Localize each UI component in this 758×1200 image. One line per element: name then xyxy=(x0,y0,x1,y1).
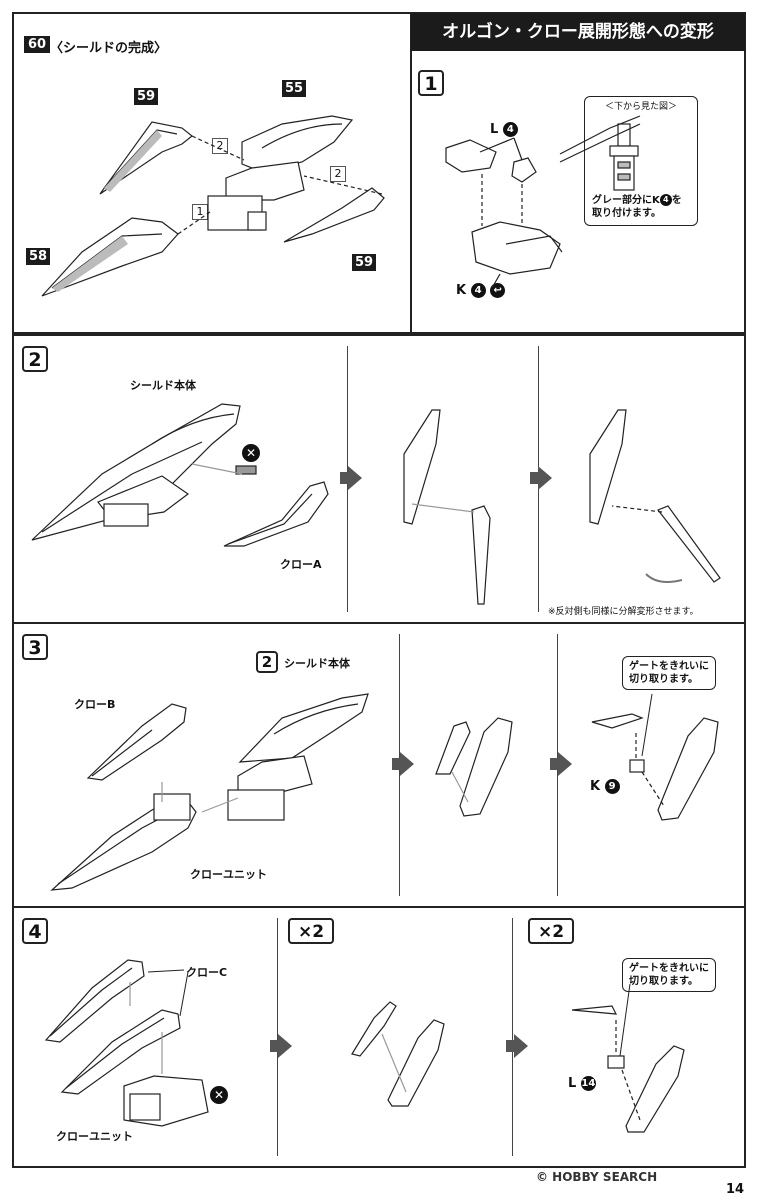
step4-flow-arrow-1-stem xyxy=(270,1040,278,1052)
step2-shield-label: シールド本体 xyxy=(130,379,196,392)
remove-icon: ✕ xyxy=(242,444,260,462)
step4-flow-arrow-2 xyxy=(514,1034,528,1058)
step2-flow-arrow-2-stem xyxy=(530,472,538,484)
step3-ref-number: 2 xyxy=(256,651,278,673)
step3-callout-line1: ゲートをきれいに xyxy=(629,661,709,672)
step3-part-k-letter: K xyxy=(590,779,601,794)
step4-flow-arrow-1 xyxy=(278,1034,292,1058)
step4-divider-1 xyxy=(277,918,278,1156)
step3-illustration xyxy=(50,693,719,891)
step4-times-badge-b: ×2 xyxy=(528,918,574,944)
step3-number: 3 xyxy=(22,634,48,660)
step2-flow-arrow-2 xyxy=(538,466,552,490)
step1-number: 1 xyxy=(418,70,444,96)
step4-flow-arrow-2-stem xyxy=(506,1040,514,1052)
watermark: © HOBBY SEARCH xyxy=(536,1170,658,1184)
step4-part-l: L 14 xyxy=(568,1076,596,1091)
step3-part-k-num: 9 xyxy=(604,779,620,794)
assembly-step-tag-2b: 2 xyxy=(330,166,346,182)
step3-claw-unit-label: クローユニット xyxy=(190,868,267,881)
step1-part-l: L 4 xyxy=(490,122,518,137)
step4-callout-line1: ゲートをきれいに xyxy=(629,963,709,974)
step60-panel xyxy=(12,12,412,334)
step1-callout-after: を xyxy=(671,195,682,206)
part-tag-59-bottom: 59 xyxy=(352,254,376,271)
step3-shield-label: シールド本体 xyxy=(284,657,350,670)
step2-flow-arrow-1 xyxy=(348,466,362,490)
step4-number: 4 xyxy=(22,918,48,944)
step2-illustration xyxy=(31,403,721,605)
step4-claw-unit-label: クローユニット xyxy=(56,1130,133,1143)
step1-part-l-letter: L xyxy=(490,122,499,137)
part-tag-55: 55 xyxy=(282,80,306,97)
step2-number: 2 xyxy=(22,346,48,372)
step1-bottom-view-callout: ＜下から見た図＞ xyxy=(584,96,698,226)
step3-flow-arrow-2 xyxy=(558,752,572,776)
step3-claw-b-label: クローB xyxy=(74,698,116,711)
step4-times-badge-a: ×2 xyxy=(288,918,334,944)
remove-icon-step4: ✕ xyxy=(210,1086,228,1104)
step4-callout-line2: 切り取ります。 xyxy=(629,976,698,987)
step1-part-k-num: 4 xyxy=(470,283,486,298)
step60-title: 〈シールドの完成〉 xyxy=(50,41,168,56)
step4-gate-callout: ゲートをきれいに 切り取ります。 xyxy=(622,958,716,992)
step4-divider-2 xyxy=(512,918,513,1156)
step3-flow-arrow-1 xyxy=(400,752,414,776)
page-number: 14 xyxy=(726,1182,745,1197)
step1-illustration xyxy=(445,115,641,289)
step4-illustration xyxy=(44,959,685,1133)
step4-part-l-num: 14 xyxy=(580,1076,596,1091)
step2-flow-arrow-1-stem xyxy=(340,472,348,484)
step1-callout-num: 4 xyxy=(659,194,672,206)
step3-callout-line2: 切り取ります。 xyxy=(629,674,698,685)
step2-claw-a-label: クローA xyxy=(280,558,322,571)
step1-view-label: ＜下から見た図＞ xyxy=(604,102,677,112)
step1-callout-line1: グレー部分にK xyxy=(592,195,660,206)
step60-parts-illustration xyxy=(41,115,385,297)
step3-part-k: K 9 xyxy=(590,779,620,794)
step4-part-l-letter: L xyxy=(568,1076,577,1091)
step60-number: 60 xyxy=(24,36,50,53)
step3-gate-callout: ゲートをきれいに 切り取ります。 xyxy=(622,656,716,690)
part-tag-58: 58 xyxy=(26,248,50,265)
step3-flow-arrow-1-stem xyxy=(392,758,400,770)
step4-panel xyxy=(12,906,746,1168)
transform-header: オルゴン・クロー展開形態への変形 xyxy=(411,13,745,51)
cut-icon: ↩ xyxy=(490,283,506,298)
step1-part-k-letter: K xyxy=(456,283,467,298)
step1-part-k: K 4 ↩ xyxy=(456,283,506,298)
step1-part-l-num: 4 xyxy=(502,122,518,137)
step3-flow-arrow-2-stem xyxy=(550,758,558,770)
step2-note: ※反対側も同様に分解変形させます。 xyxy=(548,607,699,617)
step1-callout-line2: 取り付けます。 xyxy=(592,208,661,219)
step4-claw-c-label: クローC xyxy=(186,966,228,979)
assembly-step-tag-2a: 2 xyxy=(212,138,228,154)
part-tag-59-top: 59 xyxy=(134,88,158,105)
